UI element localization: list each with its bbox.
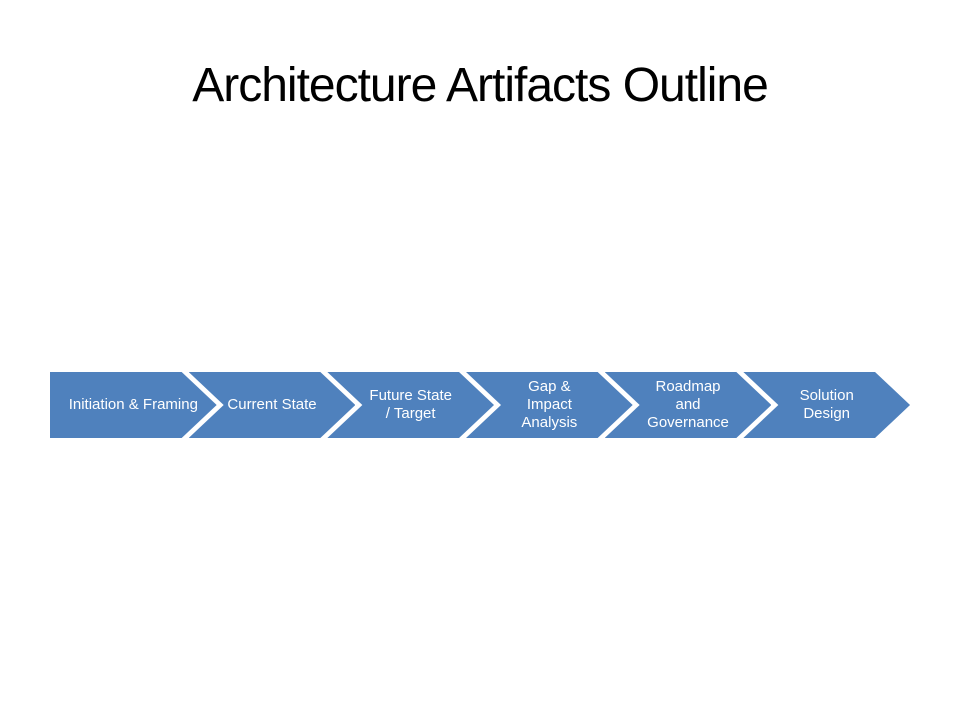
process-step-label: Solution Design — [799, 387, 854, 422]
process-step-label: Future State / Target — [369, 387, 452, 422]
process-step-label: Initiation & Framing — [68, 396, 198, 413]
process-step-initiation-framing: Initiation & Framing — [50, 372, 217, 438]
slide-title: Architecture Artifacts Outline — [192, 59, 769, 112]
process-step-label: Roadmap and Governance — [647, 378, 729, 431]
process-step-label: Gap & Impact Analysis — [521, 378, 578, 431]
process-step-label: Current State — [227, 396, 317, 413]
process-flow-diagram: Initiation & Framing Current State Futur… — [50, 372, 910, 438]
process-step-future-state-target: Future State / Target — [327, 372, 494, 438]
process-step-gap-impact-analysis: Gap & Impact Analysis — [466, 372, 633, 438]
